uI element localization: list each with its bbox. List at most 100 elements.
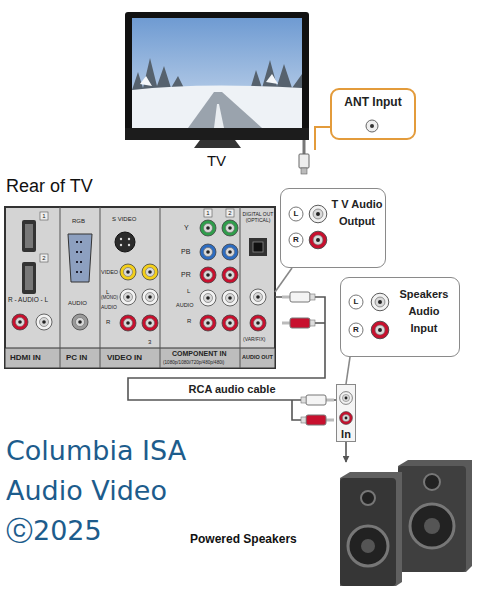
callout-jacks — [370, 124, 374, 128]
tv-rear-panel — [76, 242, 84, 272]
rca-plugs — [292, 400, 301, 420]
node-text: Powered Speakers — [190, 532, 297, 546]
node-text: TV — [118, 152, 315, 169]
tv-rear-panel — [40, 254, 48, 262]
speakers-illustration — [361, 539, 375, 553]
tv-rear-panel — [5, 207, 275, 368]
tv-illustration — [125, 128, 309, 140]
tv-rear-panel — [250, 289, 266, 305]
label-text: R — [293, 236, 299, 245]
speakers-illustration — [348, 526, 388, 566]
rca-plugs — [282, 322, 290, 325]
tv-rear-panel — [200, 244, 216, 260]
tv-rear-panel — [25, 224, 33, 248]
label-text: (VAR/FIX) — [243, 337, 265, 343]
tv-rear-panel — [12, 314, 28, 330]
callout-jacks — [349, 295, 363, 309]
tv-illustration — [125, 12, 309, 148]
rca-plugs — [290, 292, 310, 302]
label-text: AUDIO — [68, 300, 87, 307]
node-text: Rear of TV — [6, 176, 93, 197]
label-text: 2 — [42, 255, 45, 262]
speakers-illustration — [361, 491, 375, 505]
label-text: R - AUDIO - L — [8, 296, 48, 303]
tv-illustration — [194, 140, 241, 148]
tv-illustration — [132, 58, 185, 90]
label-text: R — [187, 318, 191, 325]
label-text: L — [187, 288, 190, 295]
callout-jacks — [309, 231, 327, 249]
label-text: DIGITAL OUT (OPTICAL) — [242, 211, 274, 223]
node-text: ANT Input — [332, 95, 414, 109]
rca-plugs — [282, 292, 334, 425]
tv-rear-panel — [115, 232, 135, 252]
connector — [128, 297, 336, 400]
tv-rear-panel — [5, 348, 275, 368]
edge-label: RCA audio cable — [189, 383, 276, 395]
rca-plugs — [301, 397, 306, 403]
callout-jacks — [371, 321, 389, 339]
speakers-illustration — [398, 466, 466, 572]
input-jack-block: In — [336, 384, 356, 442]
label-text: AUDIO OUT — [242, 354, 273, 360]
tv-rear-panel — [120, 264, 136, 280]
callout-jacks — [289, 233, 303, 247]
label-text: AUDIO — [101, 305, 117, 311]
tv-illustration — [132, 85, 302, 128]
label-text: PR — [181, 271, 191, 279]
node-text: T V Audio Output — [331, 196, 383, 230]
callout-jacks — [309, 205, 327, 223]
tv-rear-panel — [128, 238, 130, 240]
node-text: Speakers Audio Input — [395, 286, 453, 337]
tv-illustration — [140, 74, 278, 86]
tv-rear-panel — [222, 267, 238, 283]
label-text: (MONO) — [101, 296, 118, 301]
label-text: R — [353, 326, 359, 335]
connector — [345, 442, 347, 462]
tv-illustration — [214, 104, 224, 128]
tv-rear-panel — [36, 314, 52, 330]
tv-rear-panel — [200, 290, 216, 306]
tv-illustration — [188, 92, 262, 128]
callout-jacks — [371, 293, 389, 311]
tv-rear-panel — [249, 238, 267, 256]
tv-rear-panel — [120, 244, 122, 246]
label-text: RGB — [72, 218, 85, 225]
rca-plugs — [282, 296, 290, 299]
speakers-node: Powered Speakers — [185, 462, 475, 590]
watermark-text: Audio Video — [6, 477, 167, 504]
tv-rear-panel — [240, 207, 241, 368]
rca-plugs — [306, 395, 326, 405]
label-text: AUDIO — [176, 302, 193, 308]
tv-rear-panel — [60, 207, 61, 368]
label-text: (1080p/1080i/720p/480p/480i) — [163, 360, 224, 365]
label-text: PC IN — [66, 354, 87, 363]
label-text: L — [106, 289, 109, 296]
tv-rear-panel — [142, 264, 158, 280]
antenna-plug — [301, 168, 307, 174]
tv-rear-panel — [226, 209, 234, 217]
rca-plugs — [301, 417, 306, 423]
label-text: 3 — [148, 339, 151, 346]
tv-rear-panel — [120, 238, 122, 240]
node-text: In — [337, 428, 355, 440]
speakers-illustration — [340, 478, 396, 586]
speakers-illustration — [410, 504, 454, 548]
rca-plugs — [326, 419, 334, 422]
tv-rear-panel — [22, 220, 36, 252]
label-text: VIDEO IN — [107, 354, 142, 363]
tv-illustration — [125, 12, 309, 140]
rca-plugs — [310, 320, 315, 326]
callout-jacks — [366, 120, 378, 132]
label-text: L — [294, 210, 299, 219]
label-text: Y — [184, 224, 189, 232]
tv-rear-panel — [5, 207, 275, 368]
tv-rear-panel — [120, 289, 136, 305]
antenna-plug — [299, 140, 309, 174]
label-text: VIDEO — [101, 269, 118, 275]
callout-jacks — [340, 412, 353, 425]
speaker-input-callout: Speakers Audio Input — [340, 277, 460, 357]
callout-jacks — [349, 323, 363, 337]
tv-rear-panel — [72, 314, 88, 330]
